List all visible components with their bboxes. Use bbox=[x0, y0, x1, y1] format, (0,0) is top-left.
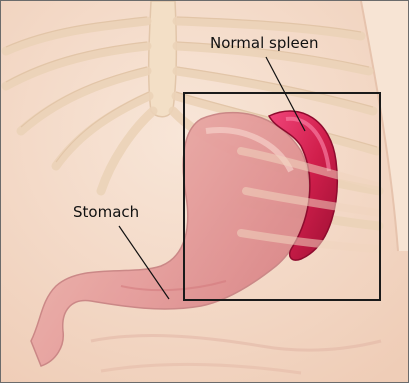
spleen-label: Normal spleen bbox=[210, 36, 319, 51]
sternum bbox=[149, 1, 177, 117]
stomach-label: Stomach bbox=[73, 205, 139, 220]
